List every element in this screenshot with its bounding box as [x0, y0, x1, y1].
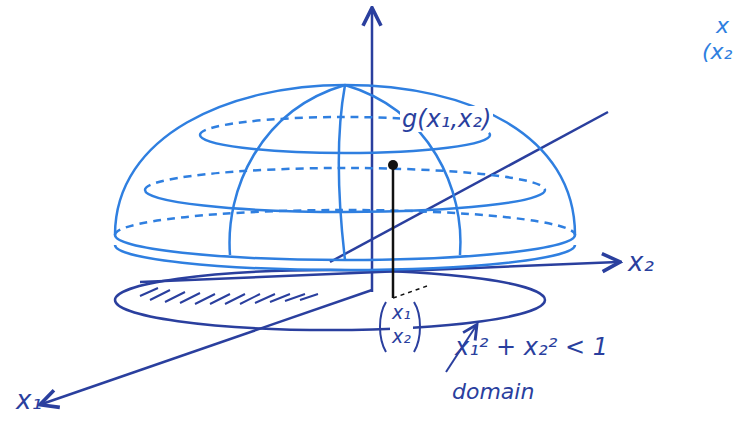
vector-brackets — [380, 302, 420, 352]
fragment-label: x — [716, 14, 729, 38]
axis-label: x₁ — [16, 386, 42, 415]
vector-entry: x₂ — [390, 326, 413, 347]
function-value-point — [388, 160, 430, 298]
function-label: g(x₁,x₂) — [400, 106, 493, 132]
fragment-label: (x₂ — [702, 40, 732, 64]
vector-entry: x₁ — [390, 302, 413, 323]
axes — [42, 10, 618, 404]
domain-disk — [115, 270, 545, 330]
axis-label: x₂ — [628, 248, 654, 277]
domain-label: domain — [452, 380, 534, 404]
dome-surface — [115, 85, 575, 270]
domain-formula: x₁² + x₂² < 1 — [455, 334, 608, 360]
